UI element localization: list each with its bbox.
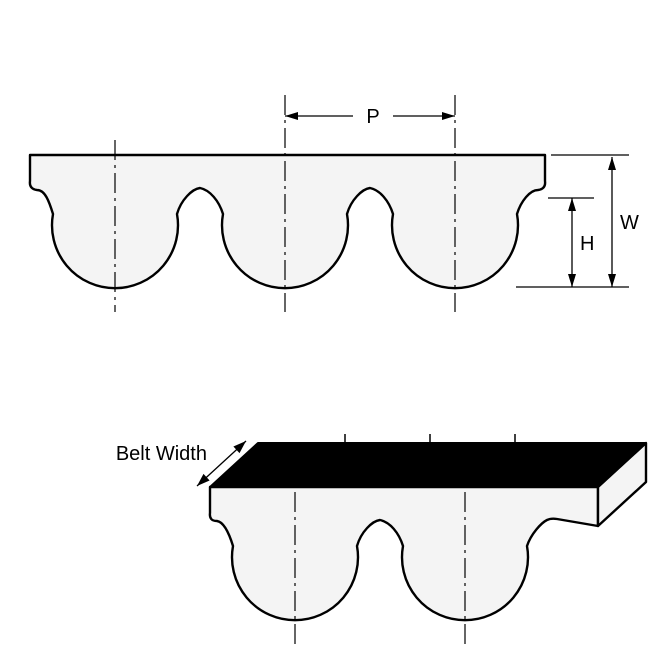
belt-profile-section-view: P W H <box>28 95 639 312</box>
belt-height-label: W <box>620 212 639 234</box>
arrowhead-top <box>568 198 576 211</box>
arrowhead-back <box>233 441 246 454</box>
arrowhead-top <box>608 157 616 170</box>
height-dimension: H <box>548 197 594 287</box>
belt-isometric-view: Belt Width <box>116 434 648 648</box>
belt-top-surface <box>209 442 647 488</box>
belt-width-dimension: Belt Width <box>116 440 247 487</box>
belt-width-label: Belt Width <box>116 443 207 465</box>
arrowhead-left <box>285 112 298 120</box>
arrowhead-front <box>197 473 210 486</box>
tooth-height-label: H <box>580 233 594 255</box>
arrowhead-bottom <box>608 274 616 287</box>
belt-front-tooth-profile <box>208 485 600 622</box>
pitch-dimension: P <box>285 106 455 128</box>
arrowhead-right <box>442 112 455 120</box>
arrowhead-bottom <box>568 274 576 287</box>
belt-cross-section-profile <box>28 153 547 290</box>
pitch-label: P <box>366 106 379 128</box>
